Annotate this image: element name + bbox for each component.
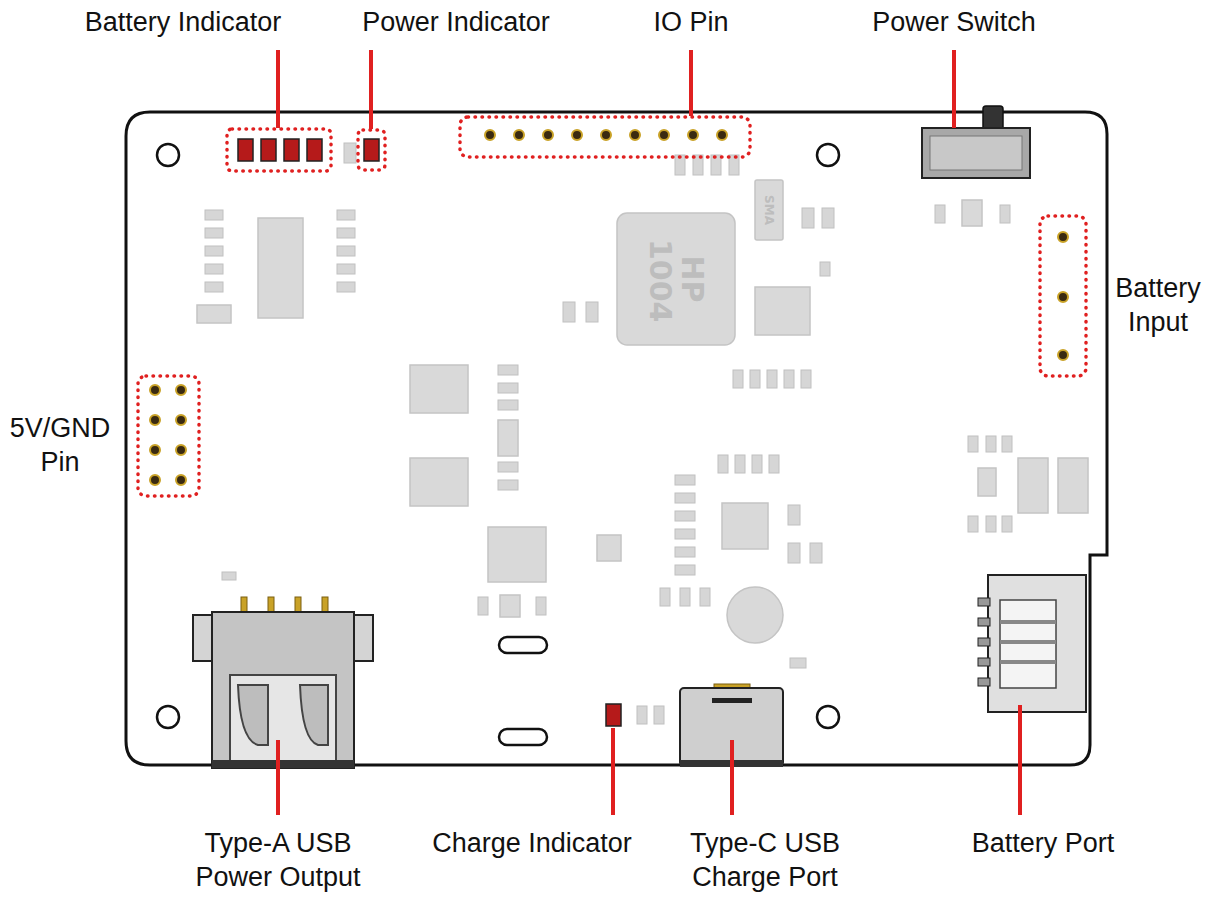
battery-connector: [978, 575, 1086, 712]
components: [197, 180, 1088, 643]
battery-pins: [1058, 232, 1068, 360]
power-pins: [150, 385, 186, 485]
callout-label: 5V/GND Pin: [1, 411, 119, 479]
callout-label: Charge Indicator: [407, 826, 657, 860]
callout-label: Battery Port: [943, 826, 1143, 860]
usb-a-port: [193, 597, 373, 768]
chip-marking: HP 1004: [644, 239, 708, 319]
callout-label: Type-C USB Charge Port: [683, 826, 848, 894]
callout-label: Type-A USB Power Output: [178, 826, 378, 894]
io-pins: [485, 130, 727, 140]
leader-lines: [278, 50, 1020, 815]
callout-label: Power Indicator: [336, 5, 576, 39]
callout-label: Battery Input: [1103, 271, 1213, 339]
callout-label: Power Switch: [844, 5, 1064, 39]
callout-label: IO Pin: [631, 5, 751, 39]
power-switch: [922, 106, 1030, 178]
slots: [499, 637, 547, 745]
chip-marking: SMA: [762, 185, 776, 235]
highlight-outlines: [138, 117, 1086, 496]
callout-label: Battery Indicator: [53, 5, 313, 39]
